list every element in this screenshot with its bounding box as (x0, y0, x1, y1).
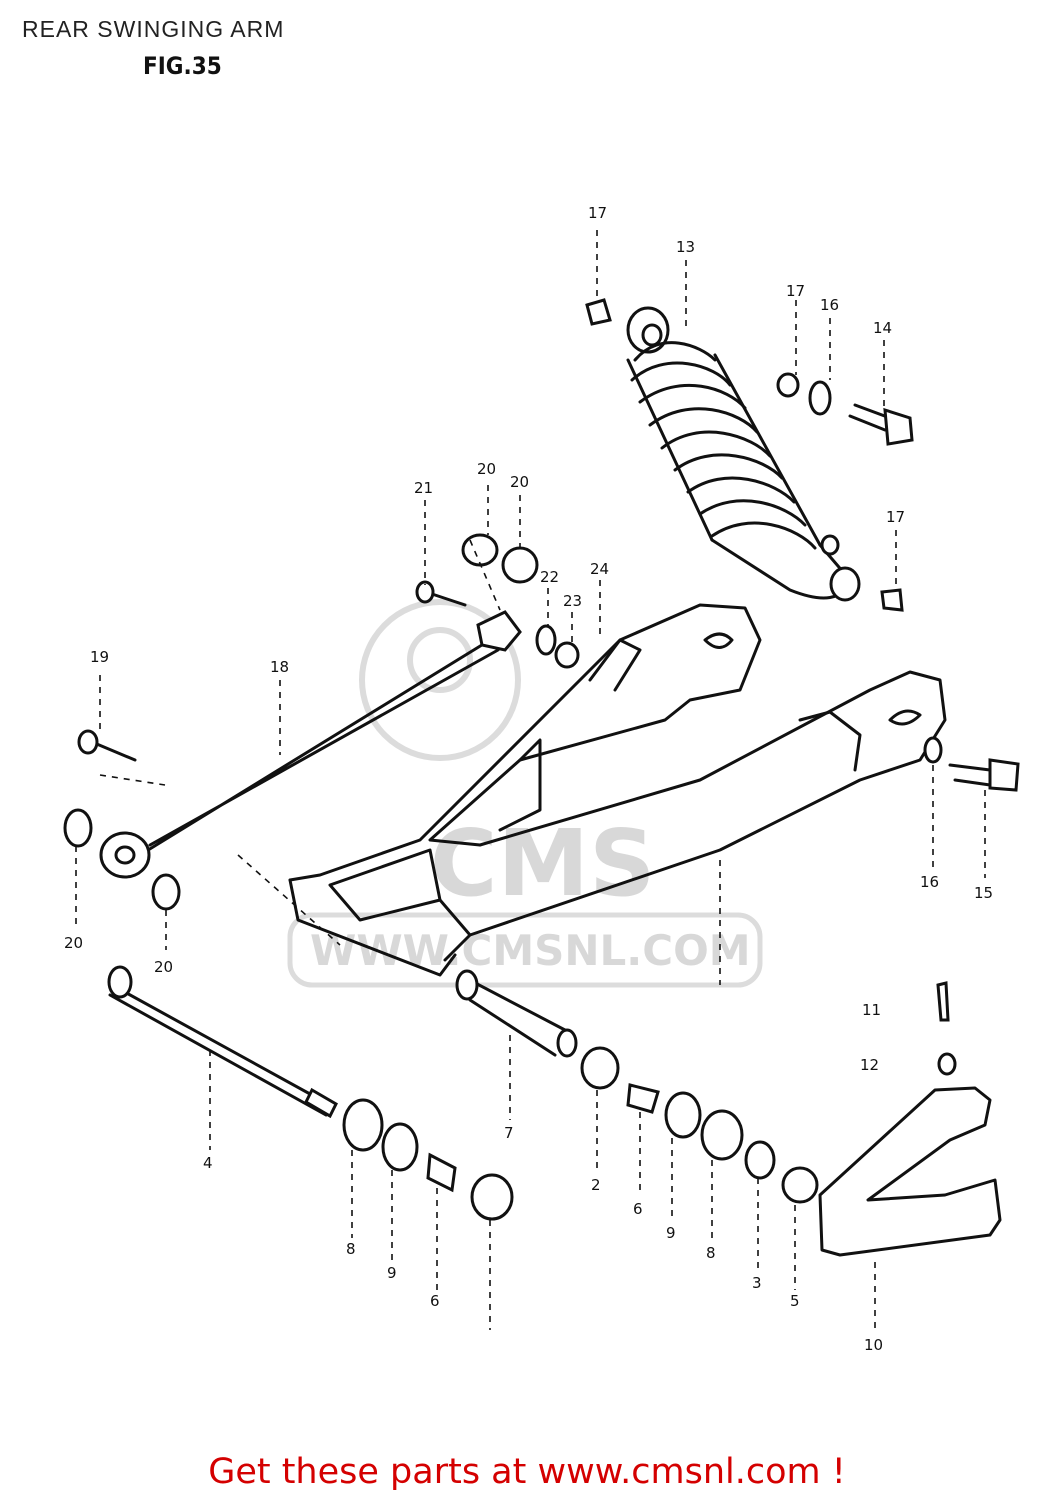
callout-17: 17 (786, 282, 805, 300)
callout-15: 15 (974, 884, 993, 902)
callout-18: 18 (270, 658, 289, 676)
watermark: CMS WWW.CMSNL.COM (287, 599, 763, 988)
callout-20: 20 (64, 934, 83, 952)
callout-2: 2 (591, 1176, 601, 1194)
get-parts-link[interactable]: Get these parts at www.cmsnl.com ! (208, 1452, 846, 1492)
callout-20: 20 (154, 958, 173, 976)
callout-16: 16 (920, 873, 939, 891)
callout-16: 16 (820, 296, 839, 314)
callout-14: 14 (873, 319, 892, 337)
callout-10: 10 (864, 1336, 883, 1354)
callout-6: 6 (430, 1292, 440, 1310)
callout-20: 20 (477, 460, 496, 478)
callout-11: 11 (862, 1001, 881, 1019)
callout-22: 22 (540, 568, 559, 586)
callout-21: 21 (414, 479, 433, 497)
torque-rod (63, 533, 580, 911)
bushings-left (342, 1098, 514, 1221)
pivot-tube (455, 969, 578, 1058)
watermark-url: WWW.CMSNL.COM (310, 926, 751, 975)
callout-5: 5 (790, 1292, 800, 1310)
callout-9: 9 (666, 1224, 676, 1242)
bushings-right (580, 1046, 819, 1204)
callout-12: 12 (860, 1056, 879, 1074)
swing-arm (288, 603, 947, 977)
figure-number: FIG.35 (143, 52, 222, 80)
page-title: REAR SWINGING ARM (22, 16, 285, 42)
callout-24: 24 (590, 560, 609, 578)
callout-23: 23 (563, 592, 582, 610)
shock-absorber (626, 306, 861, 602)
callout-labels: 17 13 17 16 14 17 21 20 20 22 23 24 19 1… (64, 204, 993, 1354)
callout-17: 17 (588, 204, 607, 222)
callout-19: 19 (90, 648, 109, 666)
callout-20: 20 (510, 473, 529, 491)
pivot-bolt (107, 965, 338, 1119)
callout-9: 9 (387, 1264, 397, 1282)
chain-guard (818, 736, 1020, 1257)
callout-3: 3 (752, 1274, 762, 1292)
callout-17: 17 (886, 508, 905, 526)
callout-4: 4 (203, 1154, 213, 1172)
callout-13: 13 (676, 238, 695, 256)
callout-8: 8 (346, 1240, 356, 1258)
bolt-14 (585, 298, 914, 612)
callout-8: 8 (706, 1244, 716, 1262)
callout-7: 7 (504, 1124, 514, 1142)
leader-lines (75, 230, 986, 1330)
parts-diagram: CMS WWW.CMSNL.COM (63, 204, 1020, 1354)
callout-6: 6 (633, 1200, 643, 1218)
